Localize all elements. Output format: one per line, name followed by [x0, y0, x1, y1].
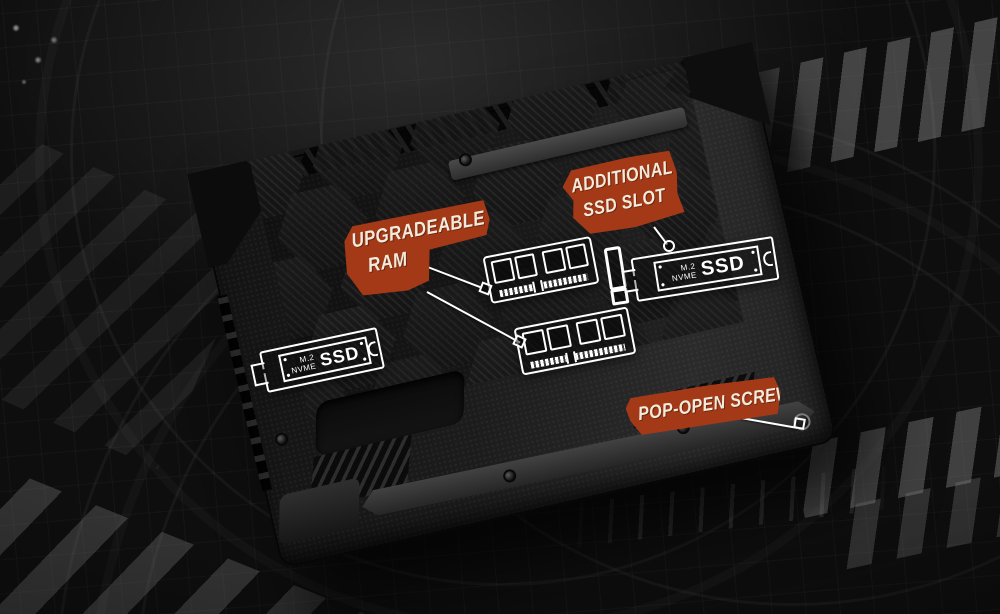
- ssd-connector-key: [621, 268, 639, 293]
- ram-chip: [490, 257, 515, 285]
- connector-circle: [663, 240, 675, 252]
- grunge-scratches: [4, 16, 74, 96]
- ram-chip: [546, 324, 573, 351]
- ssd-name-text: SSD: [317, 341, 362, 370]
- ssd-screw-notch: [762, 250, 774, 268]
- screw-icon: [276, 433, 288, 445]
- ram-chip: [541, 247, 567, 275]
- ram-chip: [521, 328, 548, 356]
- hex-vent-cell: [721, 138, 743, 237]
- ram-chip: [575, 318, 602, 346]
- ram-chip: [600, 313, 627, 341]
- ram-chip: [513, 253, 539, 280]
- rubber-foot-left: [278, 477, 360, 546]
- ssd-name-text: SSD: [699, 251, 747, 280]
- connector-square: [793, 417, 806, 430]
- ram-chip: [564, 243, 590, 270]
